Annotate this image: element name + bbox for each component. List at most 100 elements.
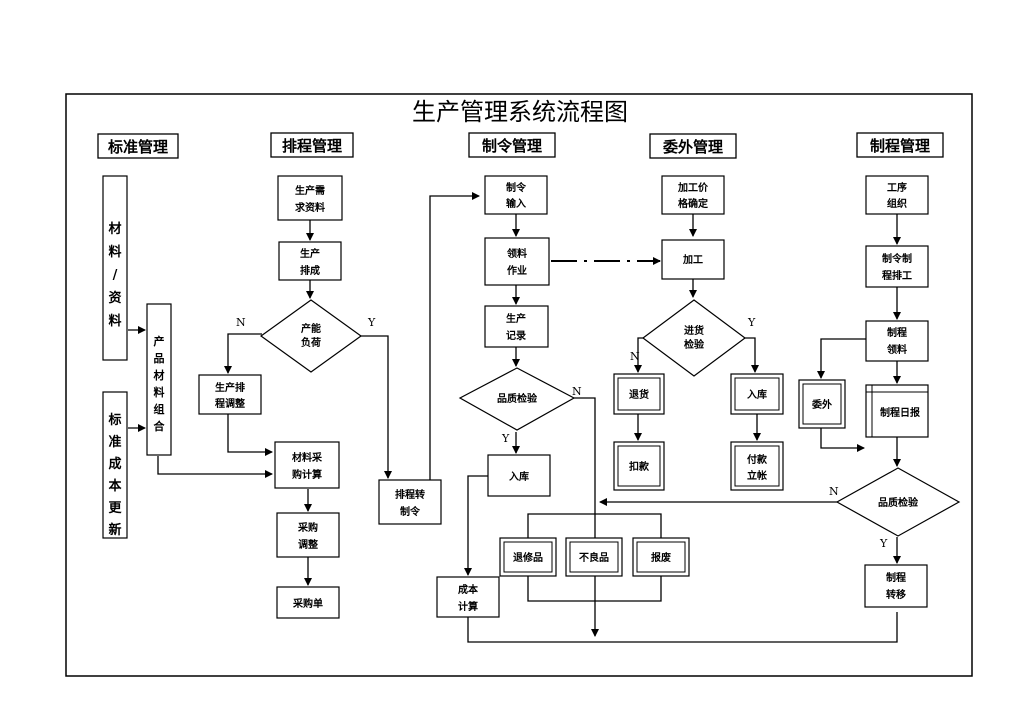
- svg-text:排程转: 排程转: [395, 488, 425, 501]
- node-production-schedule: 生产 排成: [278, 241, 342, 281]
- node-process-outsource: 委外: [798, 379, 846, 429]
- svg-text:程排工: 程排工: [882, 269, 912, 282]
- svg-text:扣款: 扣款: [629, 460, 650, 473]
- svg-text:不良品: 不良品: [579, 551, 609, 564]
- node-purchase-order: 采购单: [276, 586, 340, 619]
- yes-label: Y: [501, 432, 510, 445]
- svg-text:组织: 组织: [887, 197, 907, 210]
- svg-text:标准成本更新: 标准成本更新: [107, 412, 122, 538]
- node-outsource-warehouse-in: 入库: [730, 373, 784, 415]
- node-deduction: 扣款: [613, 441, 665, 491]
- svg-text:制程: 制程: [886, 571, 906, 584]
- svg-text:负荷: 负荷: [301, 336, 321, 349]
- yes-label: Y: [367, 316, 376, 329]
- node-purchase-adjust: 采购 调整: [276, 512, 340, 558]
- svg-text:采购单: 采购单: [292, 597, 323, 610]
- node-process-org: 工序 组织: [865, 175, 929, 215]
- diagram-title: 生产管理系统流程图: [412, 98, 628, 126]
- svg-text:品质检验: 品质检验: [878, 496, 919, 509]
- node-defective: 不良品: [565, 537, 623, 577]
- svg-text:转移: 转移: [886, 588, 906, 601]
- svg-text:生产: 生产: [506, 312, 526, 325]
- node-production-adjust: 生产排 程调整: [198, 374, 262, 415]
- svg-text:工序: 工序: [887, 181, 907, 194]
- decision-capacity-load: 产能 负荷: [259, 299, 363, 373]
- header-order: 制令管理: [468, 132, 556, 158]
- svg-text:生产需: 生产需: [295, 184, 325, 197]
- no-label: N: [572, 385, 582, 398]
- node-material-data: 材料/资料: [102, 175, 128, 361]
- node-rework: 退修品: [499, 537, 557, 577]
- svg-text:退货: 退货: [629, 388, 649, 401]
- svg-text:委外管理: 委外管理: [663, 138, 723, 156]
- node-material-issue: 领料 作业: [484, 237, 550, 286]
- svg-text:品质检验: 品质检验: [497, 392, 538, 405]
- svg-text:进货: 进货: [684, 324, 704, 337]
- svg-text:付款: 付款: [747, 453, 768, 466]
- diagram-frame: [65, 93, 973, 677]
- svg-text:生产: 生产: [300, 247, 320, 260]
- node-price-confirm: 加工价 格确定: [661, 175, 725, 215]
- svg-text:立帐: 立帐: [747, 469, 767, 482]
- svg-text:加工: 加工: [682, 253, 703, 266]
- svg-text:程调整: 程调整: [215, 397, 245, 410]
- svg-text:制令管理: 制令管理: [482, 137, 542, 155]
- svg-text:生产排: 生产排: [215, 381, 245, 394]
- svg-text:求资料: 求资料: [295, 201, 325, 214]
- svg-text:制令: 制令: [400, 505, 421, 518]
- node-process-material: 制程 领料: [865, 320, 929, 362]
- svg-text:记录: 记录: [506, 330, 526, 342]
- svg-text:入库: 入库: [509, 470, 529, 483]
- connectors: [128, 192, 901, 643]
- svg-text:计算: 计算: [458, 600, 478, 613]
- node-material-purchase-calc: 材料采 购计算: [274, 441, 340, 489]
- node-std-cost-update: 标准成本更新: [102, 391, 128, 539]
- node-scrap: 报废: [632, 537, 690, 577]
- svg-text:制令: 制令: [506, 181, 527, 194]
- node-process-transfer: 制程 转移: [864, 564, 928, 608]
- svg-text:作业: 作业: [507, 264, 527, 277]
- svg-text:制令制: 制令制: [882, 252, 912, 265]
- header-process: 制程管理: [856, 132, 944, 158]
- decision-process-quality-check: 品质检验: [835, 467, 961, 537]
- node-cost-calc: 成本 计算: [436, 576, 500, 618]
- node-schedule-to-order: 排程转 制令: [378, 479, 442, 525]
- svg-text:委外: 委外: [811, 398, 832, 411]
- svg-text:排程管理: 排程管理: [282, 137, 342, 155]
- header-schedule: 排程管理: [270, 132, 354, 158]
- svg-text:购计算: 购计算: [292, 468, 322, 481]
- svg-text:领料: 领料: [887, 343, 907, 356]
- svg-text:报废: 报废: [651, 551, 671, 564]
- svg-text:材料/资料: 材料/资料: [108, 221, 121, 329]
- node-daily-report: 制程日报: [865, 384, 929, 438]
- svg-text:排成: 排成: [300, 264, 320, 277]
- svg-text:制程: 制程: [887, 326, 907, 339]
- node-demand-data: 生产需 求资料: [277, 175, 343, 221]
- no-label: N: [829, 485, 839, 498]
- svg-text:制程管理: 制程管理: [870, 137, 930, 155]
- svg-text:领料: 领料: [507, 247, 527, 260]
- svg-text:调整: 调整: [298, 538, 318, 551]
- svg-text:退修品: 退修品: [513, 551, 543, 564]
- node-production-record: 生产 记录: [484, 305, 549, 348]
- node-order-input: 制令 输入: [484, 175, 548, 215]
- decision-order-quality-check: 品质检验: [458, 367, 576, 431]
- yes-label: Y: [747, 316, 756, 329]
- svg-text:制程日报: 制程日报: [880, 406, 920, 419]
- svg-text:产品材料组合: 产品材料组合: [154, 334, 166, 433]
- header-outsource: 委外管理: [649, 133, 737, 159]
- svg-text:加工价: 加工价: [677, 181, 709, 194]
- svg-text:标准管理: 标准管理: [107, 138, 168, 156]
- svg-text:采购: 采购: [297, 521, 318, 534]
- yes-label: Y: [879, 537, 888, 550]
- svg-text:产能: 产能: [301, 322, 321, 335]
- svg-text:格确定: 格确定: [678, 197, 708, 210]
- node-order-process-schedule: 制令制 程排工: [865, 245, 929, 288]
- node-return-goods: 退货: [613, 373, 665, 415]
- svg-text:输入: 输入: [506, 197, 526, 210]
- no-label: N: [236, 316, 246, 329]
- no-label: N: [630, 350, 640, 363]
- svg-text:材料采: 材料采: [292, 451, 322, 464]
- svg-text:检验: 检验: [684, 338, 705, 351]
